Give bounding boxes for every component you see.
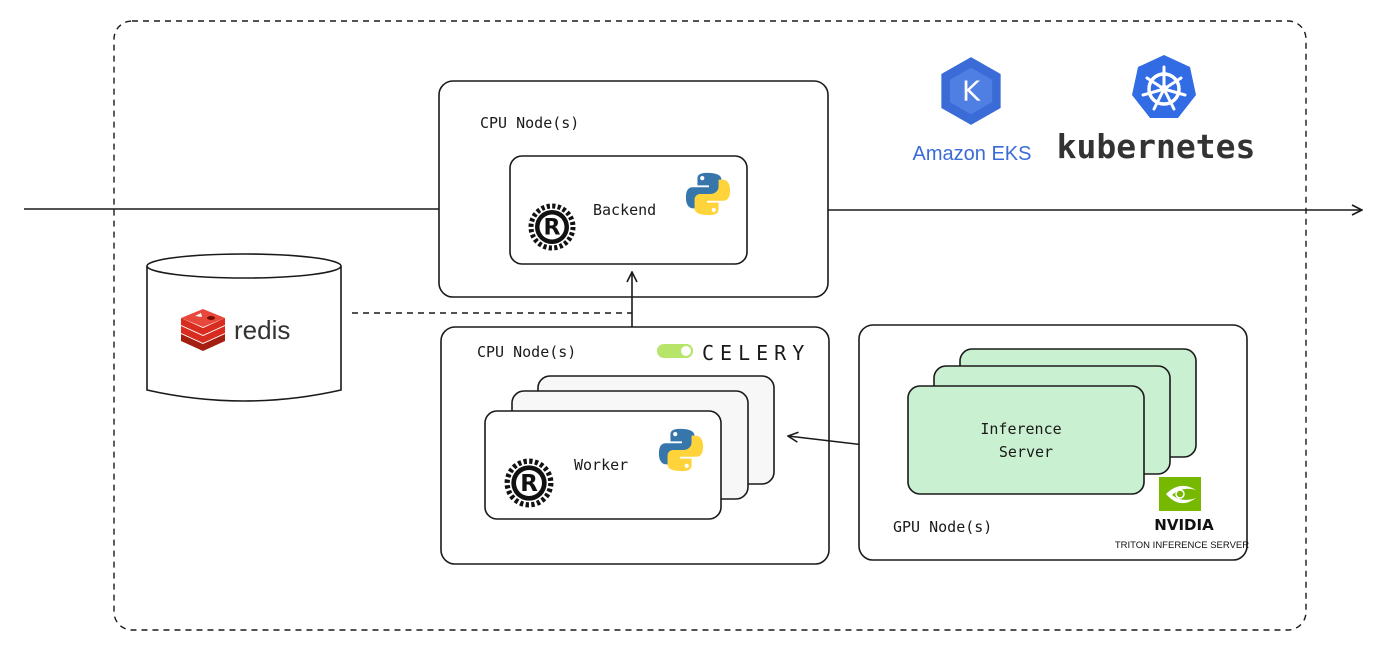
kubernetes-logo-icon [1130, 53, 1198, 120]
inference-label-line1: Inference [980, 420, 1061, 438]
celery-label: CELERY [702, 341, 810, 365]
gpu-node-label: GPU Node(s) [893, 518, 992, 536]
inference-label-line2: Server [999, 443, 1053, 461]
redis-store-top [146, 253, 342, 279]
cpu-node-backend-label: CPU Node(s) [480, 114, 579, 132]
nvidia-label: NVIDIA [1154, 516, 1214, 534]
worker-label: Worker [574, 456, 628, 474]
redis-logo-icon [181, 309, 225, 351]
cpu-node-worker-label: CPU Node(s) [477, 343, 576, 361]
celery-logo-icon [657, 344, 693, 358]
triton-label: TRITON INFERENCE SERVER [1115, 540, 1249, 551]
redis-label: redis [234, 315, 290, 345]
kubernetes-label: kubernetes [1057, 127, 1256, 166]
eks-label: Amazon EKS [913, 143, 1032, 165]
eks-logo-icon [941, 57, 1001, 125]
redis-store [146, 266, 342, 402]
backend-label: Backend [593, 201, 656, 219]
nvidia-logo-icon [1159, 477, 1201, 511]
cluster-boundary [113, 20, 1307, 631]
inference-server [907, 385, 1145, 495]
